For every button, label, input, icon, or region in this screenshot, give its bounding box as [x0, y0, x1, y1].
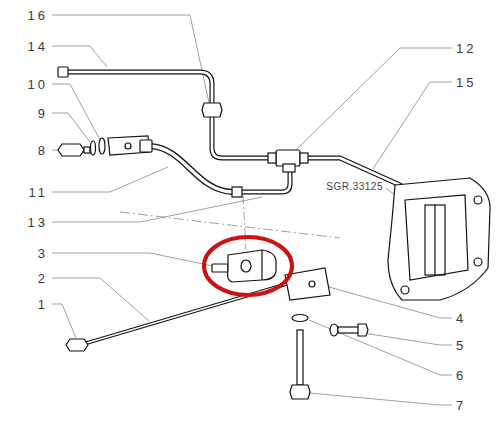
callout-number: 2 [38, 271, 48, 286]
callout-number: 12 [456, 41, 476, 56]
callout-number: 16 [28, 8, 48, 23]
pipes [65, 72, 400, 345]
callout-number: 15 [456, 75, 476, 90]
callout-number: 8 [38, 143, 48, 158]
callout-number: 4 [456, 311, 466, 326]
callout-number: 9 [38, 106, 48, 121]
callout-number: 14 [28, 39, 48, 54]
callout-number: 7 [456, 398, 466, 413]
callout-number: 13 [28, 215, 48, 230]
highlight-ring [204, 237, 292, 295]
drawing-code: SGR.33125 [326, 179, 383, 194]
leader-lines [52, 15, 452, 405]
callout-number: 11 [29, 185, 49, 200]
callout-number: 3 [38, 246, 48, 261]
callout-number: 1 [38, 297, 48, 312]
caliper [388, 178, 490, 300]
callout-number: 6 [456, 368, 466, 383]
callout-number: 5 [456, 338, 466, 353]
fittings [58, 67, 308, 351]
callout-number: 10 [28, 77, 48, 92]
